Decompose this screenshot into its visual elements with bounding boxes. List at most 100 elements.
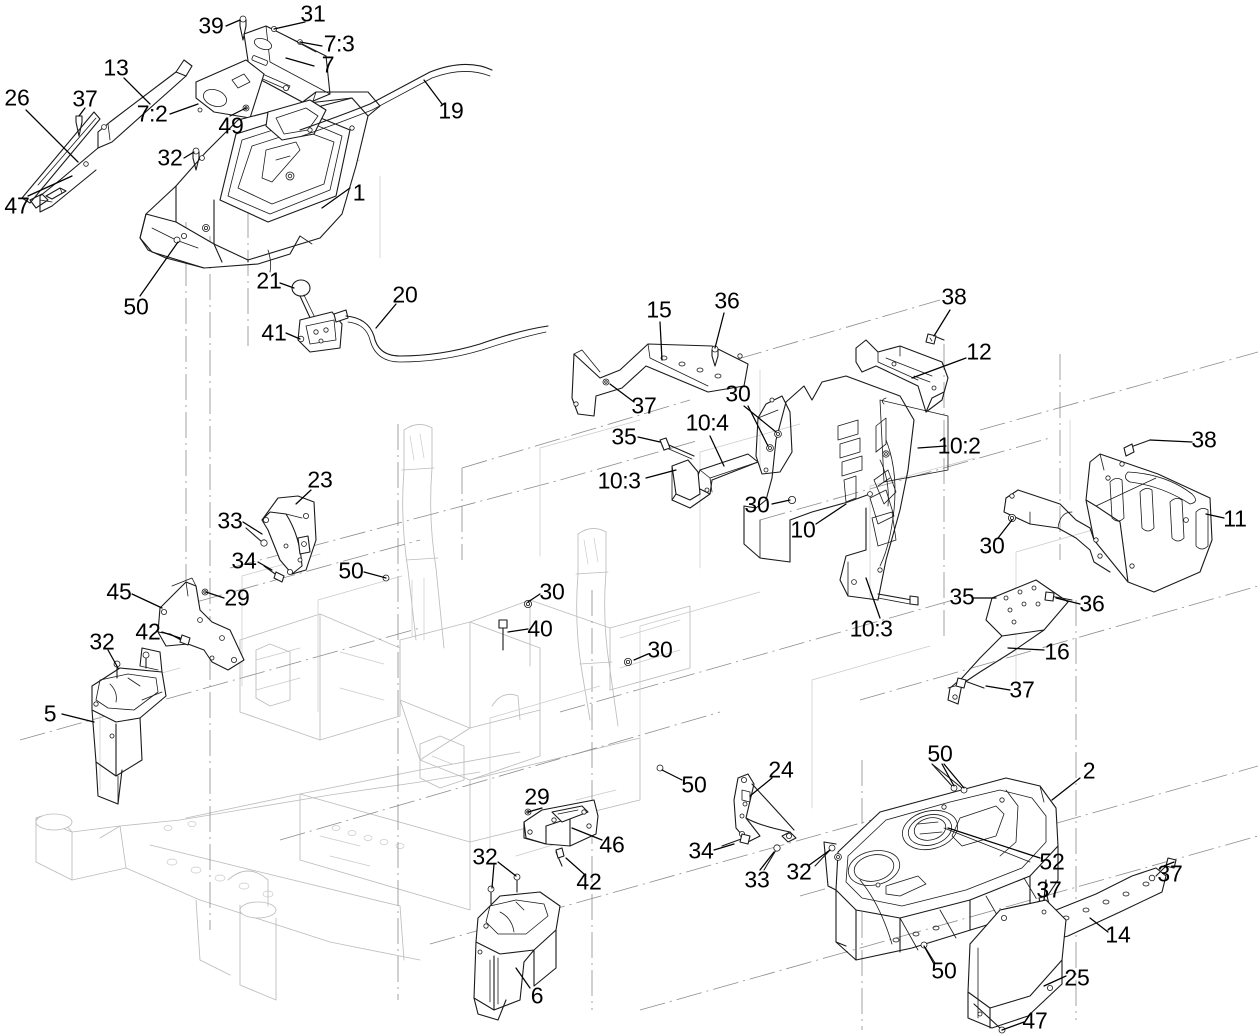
- callout-36: 36: [1079, 590, 1105, 617]
- part-33-lock-nut-24: [763, 844, 781, 871]
- callout-38: 38: [941, 283, 967, 310]
- part-11-right-footrest-panel: [1003, 453, 1213, 593]
- callout-37: 37: [1036, 876, 1062, 903]
- callout-35: 35: [611, 423, 637, 450]
- part-35-hex-bolt-right: [877, 593, 919, 606]
- callout-25: 25: [1064, 964, 1090, 991]
- leader-lines: [25, 19, 1225, 1031]
- part-10-4-shield-tab: [693, 453, 759, 495]
- part-24-right-pivot-bracket: [733, 773, 797, 843]
- part-7-2-panel-insert: [195, 59, 265, 119]
- part-47-fastener-clip-topleft: [45, 187, 67, 200]
- part-2-fuel-tank: [823, 777, 1059, 961]
- callout-32: 32: [89, 628, 115, 655]
- callout-30: 30: [647, 636, 673, 663]
- callout-21: 21: [256, 267, 282, 294]
- part-32-screws-cup6: [487, 873, 521, 905]
- callout-37: 37: [72, 85, 98, 112]
- callout-26: 26: [4, 84, 30, 111]
- part-12-right-trim-rail: [855, 339, 949, 413]
- part-41-bracket-assembly: [297, 309, 349, 353]
- part-39-pin-screw: [239, 15, 247, 41]
- callout-6: 6: [530, 982, 544, 1009]
- callout-42: 42: [135, 618, 161, 645]
- callout-37: 37: [1009, 676, 1035, 703]
- part-23-left-pivot-bracket: [261, 495, 317, 576]
- callout-52: 52: [1039, 848, 1065, 875]
- callout-7: 7: [321, 51, 335, 78]
- part-19-upper-cable: [299, 63, 493, 137]
- callout-42: 42: [576, 868, 602, 895]
- part-38-long-bolt-12: [925, 333, 945, 345]
- callout-47: 47: [4, 192, 30, 219]
- part-10-center-shield: [671, 375, 949, 601]
- callout-30: 30: [744, 491, 770, 518]
- part-1-hood-assembly: [139, 91, 381, 273]
- part-20-throttle-cable: [345, 315, 549, 363]
- callout-50: 50: [927, 740, 953, 767]
- part-34-carriage-bolt-23: [263, 565, 285, 583]
- callout-41: 41: [261, 319, 287, 346]
- callout-33: 33: [217, 507, 243, 534]
- part-49-panel-fastener: [242, 104, 250, 112]
- callout-11: 11: [1223, 505, 1247, 532]
- callout-36: 36: [714, 287, 740, 314]
- callout-38: 38: [1191, 426, 1217, 453]
- callout-10-4: 10:4: [685, 409, 729, 436]
- callout-47: 47: [1022, 1007, 1048, 1034]
- callout-10-3: 10:3: [597, 467, 641, 494]
- part-37-hex-screw-topleft: [75, 115, 83, 137]
- part-32-screw-tank: [814, 844, 836, 867]
- callout-37: 37: [1157, 860, 1183, 887]
- callout-19: 19: [438, 97, 464, 124]
- part-10-3-bracket-left: [671, 459, 711, 509]
- part-26-trim-strip: [21, 111, 101, 204]
- callout-7-3: 7:3: [323, 30, 355, 57]
- part-33-lock-nut-23: [245, 527, 268, 547]
- callout-40: 40: [527, 615, 553, 642]
- part-21-control-knob: [291, 279, 317, 323]
- part-38-long-bolt-11: [1123, 439, 1151, 457]
- part-32-screws-cup5: [113, 651, 150, 679]
- callout-1: 1: [352, 179, 366, 206]
- callout-50: 50: [338, 557, 364, 584]
- callout-14: 14: [1105, 921, 1131, 948]
- callout-33: 33: [744, 866, 770, 893]
- callout-16: 16: [1044, 638, 1070, 665]
- part-15-left-support-bracket: [571, 343, 749, 417]
- callout-32: 32: [157, 144, 183, 171]
- part-37-hex-screw-15: [602, 378, 610, 386]
- callout-30: 30: [725, 380, 751, 407]
- chassis-ghost: [35, 424, 691, 1001]
- center-lines: [19, 212, 1258, 1030]
- callout-5: 5: [43, 700, 57, 727]
- callout-13: 13: [103, 54, 129, 81]
- part-29-bracket-hardware-45: [201, 588, 209, 596]
- callout-10-3: 10:3: [849, 615, 893, 642]
- callout-15: 15: [646, 296, 672, 323]
- callout-35: 35: [949, 583, 975, 610]
- callout-2: 2: [1082, 757, 1096, 784]
- callout-30: 30: [979, 532, 1005, 559]
- callout-30: 30: [539, 578, 565, 605]
- part-34-carriage-bolt-24: [721, 833, 751, 847]
- part-32-screw-hood: [192, 147, 200, 171]
- part-37-hex-screw-16: [955, 677, 985, 689]
- part-6-right-cup-holder: [473, 891, 561, 1021]
- callout-34: 34: [688, 837, 714, 864]
- callout-32: 32: [786, 858, 812, 885]
- callout-50: 50: [123, 293, 149, 320]
- callout-39: 39: [198, 12, 224, 39]
- callout-12: 12: [966, 338, 992, 365]
- callout-50: 50: [681, 771, 707, 798]
- part-13-left-trim-rail: [29, 59, 193, 213]
- callout-34: 34: [231, 547, 257, 574]
- part-25-rear-cover-panel: [967, 899, 1067, 1029]
- callout-29: 29: [524, 783, 550, 810]
- callout-49: 49: [218, 112, 244, 139]
- fastener-50-hood: [173, 236, 181, 244]
- callout-32: 32: [472, 843, 498, 870]
- callout-29: 29: [224, 584, 250, 611]
